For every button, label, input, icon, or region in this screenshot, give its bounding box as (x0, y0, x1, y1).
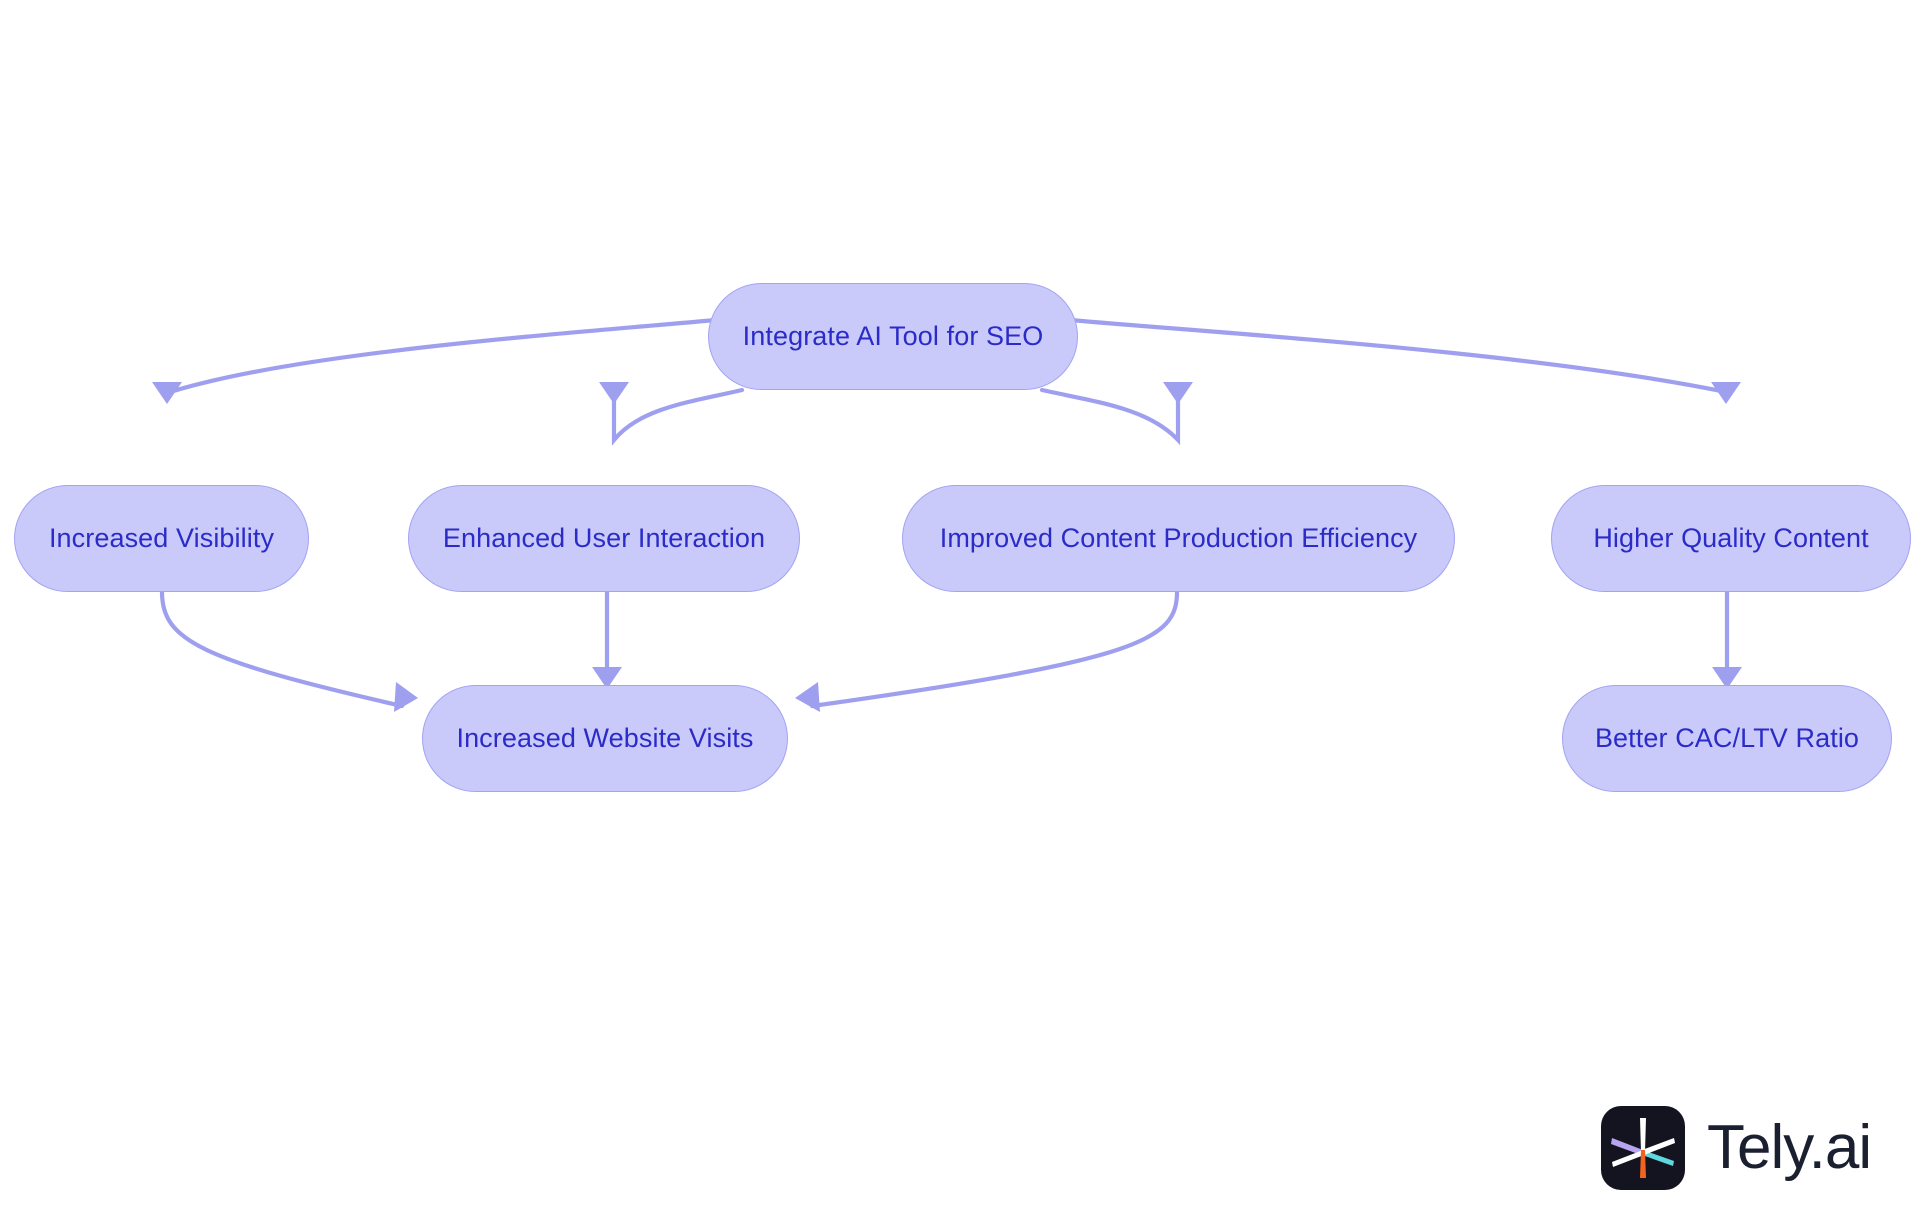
node-better-cac-ltv-ratio[interactable]: Better CAC/LTV Ratio (1562, 685, 1892, 792)
edge-root-to-visibility (167, 317, 719, 395)
node-label: Improved Content Production Efficiency (939, 523, 1418, 553)
tely-ai-wordmark: Tely.ai (1707, 1113, 1872, 1182)
node-label: Enhanced User Interaction (442, 523, 766, 553)
arrowhead-efficiency (1163, 382, 1193, 404)
node-increased-website-visits[interactable]: Increased Website Visits (422, 685, 788, 792)
arrowhead-visits-right (795, 682, 820, 712)
node-integrate-ai-tool-for-seo[interactable]: Integrate AI Tool for SEO (708, 283, 1078, 390)
node-label: Higher Quality Content (1593, 523, 1869, 553)
edge-root-to-interaction (611, 387, 745, 446)
arrowhead-quality (1711, 382, 1741, 404)
edge-root-to-quality (1067, 317, 1729, 395)
node-enhanced-user-interaction[interactable]: Enhanced User Interaction (408, 485, 800, 592)
tely-ai-logo: Tely.ai (1601, 1106, 1872, 1190)
arrowhead-interaction (599, 382, 629, 404)
node-label: Increased Website Visits (456, 723, 754, 753)
node-label: Integrate AI Tool for SEO (742, 321, 1044, 351)
node-higher-quality-content[interactable]: Higher Quality Content (1551, 485, 1911, 592)
edge-root-to-efficiency (1039, 387, 1181, 446)
node-label: Increased Visibility (48, 523, 275, 553)
arrowhead-visibility (152, 382, 182, 404)
node-label: Better CAC/LTV Ratio (1594, 723, 1860, 753)
node-increased-visibility[interactable]: Increased Visibility (14, 485, 309, 592)
edge-visibility-to-visits (159, 589, 405, 709)
edge-efficiency-to-visits (809, 589, 1180, 709)
arrowhead-visits-left (394, 682, 418, 712)
tely-logo-mark (1601, 1106, 1685, 1190)
node-improved-content-production-efficiency[interactable]: Improved Content Production Efficiency (902, 485, 1455, 592)
asterisk-icon (1611, 1118, 1675, 1178)
